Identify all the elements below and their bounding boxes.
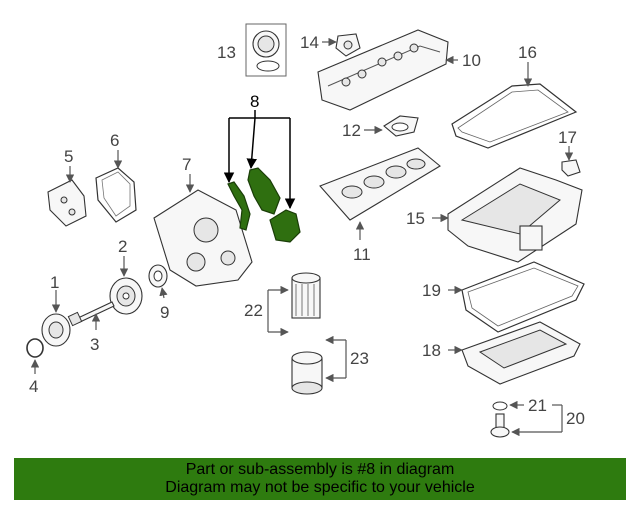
part-18-lower-pan[interactable] <box>461 321 581 385</box>
part-13-filler-cap[interactable] <box>245 23 287 77</box>
part-11-intake-gasket[interactable] <box>319 147 441 221</box>
callout-5: 5 <box>64 147 73 166</box>
part-23-filter-cap[interactable] <box>291 351 323 395</box>
part-1-seal[interactable] <box>41 313 71 347</box>
callout-10: 10 <box>462 51 481 70</box>
callout-8: 8 <box>250 92 259 111</box>
callout-15: 15 <box>406 209 425 228</box>
callout-23: 23 <box>350 349 369 368</box>
part-21-washer[interactable] <box>492 401 508 411</box>
callout-1: 1 <box>50 273 59 292</box>
callout-12: 12 <box>342 121 361 140</box>
part-12-gasket[interactable] <box>383 115 419 137</box>
callout-19: 19 <box>422 281 441 300</box>
callout-7: 7 <box>182 155 191 174</box>
callout-6: 6 <box>110 131 119 150</box>
part-9-seal[interactable] <box>148 264 168 288</box>
callout-13: 13 <box>217 43 236 62</box>
callout-17: 17 <box>558 128 577 147</box>
part-2-pulley[interactable] <box>109 277 143 315</box>
part-17-sensor[interactable] <box>561 159 581 177</box>
part-8-highlighted-assembly[interactable] <box>227 167 301 243</box>
callout-22: 22 <box>244 301 263 320</box>
callout-4: 4 <box>29 377 38 396</box>
callout-21: 21 <box>528 396 547 415</box>
part-16-gasket[interactable] <box>451 83 578 149</box>
banner-line-2: Diagram may not be specific to your vehi… <box>165 479 475 496</box>
part-14-sensor[interactable] <box>335 33 361 57</box>
callout-20: 20 <box>566 409 585 428</box>
callout-14: 14 <box>300 33 319 52</box>
callout-11: 11 <box>353 245 371 264</box>
banner-line-1: Part or sub-assembly is #8 in diagram <box>185 461 455 478</box>
part-19-gasket[interactable] <box>461 261 585 333</box>
callout-18: 18 <box>422 341 441 360</box>
info-banner: Part or sub-assembly is #8 in diagram Di… <box>14 458 626 500</box>
part-5-cover[interactable] <box>47 179 87 227</box>
callout-9: 9 <box>160 303 169 322</box>
callout-2: 2 <box>118 237 127 256</box>
part-7-timing-cover[interactable] <box>153 189 253 287</box>
part-4-ring[interactable] <box>26 338 44 358</box>
part-6-gasket[interactable] <box>95 167 137 223</box>
callout-3: 3 <box>90 335 99 354</box>
callout-16: 16 <box>518 43 537 62</box>
part-22-oil-filter[interactable] <box>291 272 321 319</box>
part-3-bolt[interactable] <box>67 301 115 327</box>
part-15-oil-pan[interactable] <box>447 167 583 263</box>
part-20-drain-plug[interactable] <box>490 413 510 438</box>
